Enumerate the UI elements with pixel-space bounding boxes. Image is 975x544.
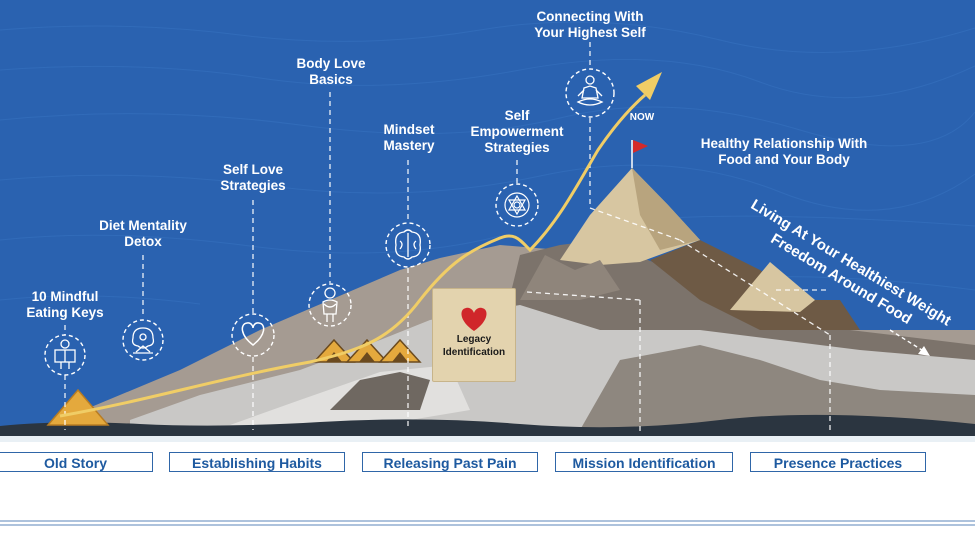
label-line: Your Highest Self [534,25,646,40]
label-line: Body Love [296,56,366,71]
hugging-self-icon [322,287,338,322]
reading-person-icon [54,339,76,369]
label-line: Connecting With [536,9,644,24]
label-line: Mastery [383,138,435,153]
freedom-arrow-line [889,329,926,353]
label-mindful-eating-keys: 10 Mindful Eating Keys [15,289,115,321]
label-line: Empowerment [470,124,564,139]
label-line: Strategies [220,178,286,193]
label-diet-mentality-detox: Diet Mentality Detox [83,218,203,250]
legacy-card-line: Legacy [456,334,492,345]
label-line: Basics [309,72,353,87]
legacy-identification-card: Legacy Identification [432,288,516,382]
stage-establishing-habits[interactable]: Establishing Habits [169,452,345,472]
label-line: Healthy Relationship With [700,136,868,151]
mid-rock [520,255,620,300]
label-line: Strategies [484,140,550,155]
stage-mission-identification[interactable]: Mission Identification [555,452,733,472]
stage-releasing-past-pain[interactable]: Releasing Past Pain [362,452,538,472]
star-mandala-icon-ring [495,183,539,227]
label-self-love-strategies: Self Love Strategies [198,162,308,194]
legacy-card-label: Legacy Identification [433,333,515,359]
milestone-guide-lines [64,42,831,432]
label-line: 10 Mindful [31,289,99,304]
label-mindset-mastery: Mindset Mastery [363,122,455,154]
label-line: Self [504,108,530,123]
progress-arrowhead [636,72,662,100]
flag-icon [631,140,648,168]
heart-icon [241,322,265,346]
label-self-empowerment-strategies: Self Empowerment Strategies [457,108,577,156]
brain-meditation-icon [131,327,155,354]
hugging-self-icon-ring [308,283,352,327]
brain-meditation-icon-ring [122,319,164,361]
label-line: Food and Your Body [718,152,850,167]
now-label: NOW [629,112,655,123]
front-rock [330,372,430,410]
label-body-love-basics: Body Love Basics [281,56,381,88]
reading-person-icon-ring [44,334,86,376]
brain-icon-ring [385,222,431,268]
heart-icon [461,307,487,331]
main-peak-shade [632,168,700,250]
snow-ground [0,436,975,442]
label-connecting-highest-self: Connecting With Your Highest Self [515,9,665,41]
label-line: Diet Mentality [99,218,187,233]
meditating-figure-icon [576,75,604,106]
heart-icon-ring [231,313,275,357]
label-healthy-relationship: Healthy Relationship With Food and Your … [680,136,888,168]
brain-icon [395,229,421,260]
legacy-card-line: Identification [442,347,506,358]
freedom-arrowhead [918,346,930,356]
stage-old-story[interactable]: Old Story [0,452,153,472]
label-line: Mindset [383,122,435,137]
label-line: Eating Keys [26,305,104,320]
front-right-rock [580,345,975,432]
small-peak [730,262,815,312]
camp-tents [312,338,422,363]
dark-ground [0,414,975,440]
label-line: Detox [124,234,162,249]
meditating-figure-icon-ring [565,68,615,118]
progress-path [59,93,646,418]
label-line: Self Love [222,162,284,177]
star-mandala-icon [504,192,530,218]
stage-presence-practices[interactable]: Presence Practices [750,452,926,472]
